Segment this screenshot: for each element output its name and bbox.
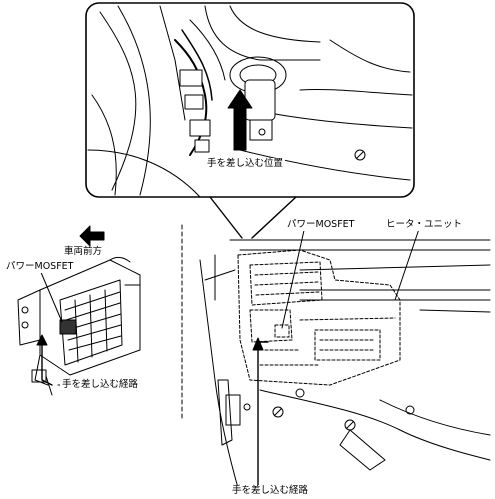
front-direction-arrow [79, 225, 105, 247]
heater-unit-view [199, 225, 491, 496]
label-hand-path-left: 手を差し込む経路 [60, 379, 141, 391]
label-power-mosfet-right: パワーMOSFET [285, 219, 357, 231]
label-heater-unit: ヒータ・ユニット [384, 219, 465, 231]
label-hand-path-bottom: 手を差し込む経路 [230, 485, 311, 497]
label-front-direction: 車両前方 [64, 246, 103, 257]
inset-detail-view [85, 2, 415, 239]
label-inset-hand-position: 手を差し込む位置 [205, 158, 286, 170]
insertion-arrow-up [227, 89, 253, 151]
label-power-mosfet-left: パワーMOSFET [4, 261, 76, 273]
